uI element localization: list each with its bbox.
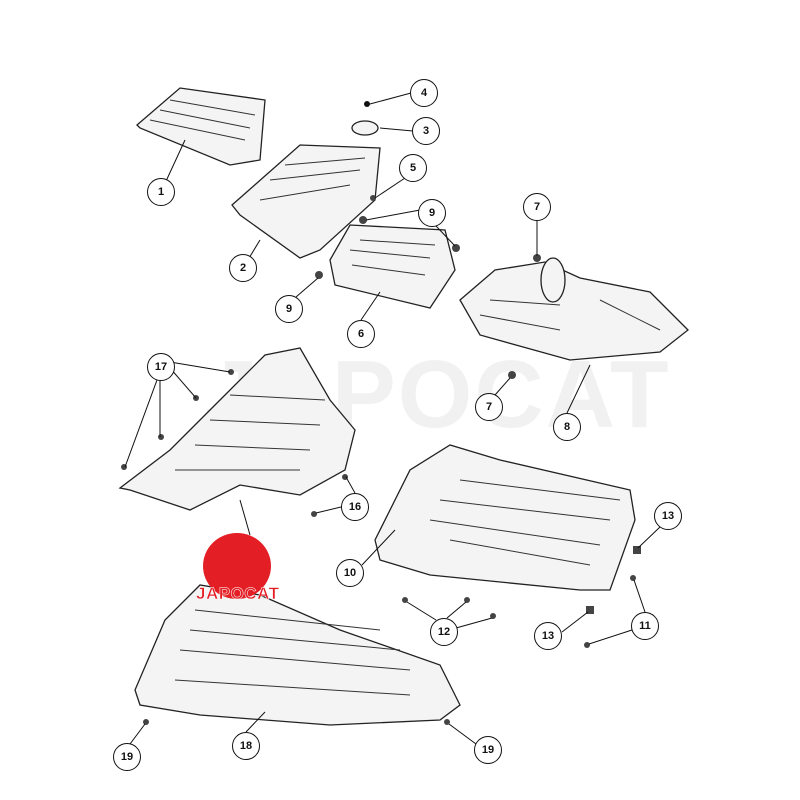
callout-4[interactable]: 4 — [410, 79, 438, 107]
leader-lines — [124, 92, 661, 745]
callout-9-top[interactable]: 9 — [418, 199, 446, 227]
part-1-skid-plate — [136, 87, 266, 166]
callout-10[interactable]: 10 — [336, 559, 364, 587]
callout-12[interactable]: 12 — [430, 618, 458, 646]
part-3-bushing — [351, 120, 379, 136]
callout-5[interactable]: 5 — [399, 154, 427, 182]
callout-6[interactable]: 6 — [347, 320, 375, 348]
callout-8[interactable]: 8 — [553, 413, 581, 441]
callout-7-bottom[interactable]: 7 — [475, 393, 503, 421]
part-4-plug — [364, 101, 370, 107]
part-10-skid-plate — [374, 444, 636, 591]
part-18-skid-plate — [134, 584, 461, 726]
callout-9-bottom[interactable]: 9 — [275, 295, 303, 323]
callout-2[interactable]: 2 — [229, 254, 257, 282]
callout-19-left[interactable]: 19 — [113, 743, 141, 771]
callout-18[interactable]: 18 — [232, 732, 260, 760]
japocat-logo — [203, 533, 271, 599]
callout-3[interactable]: 3 — [412, 117, 440, 145]
japocat-logo-text: JAPOCAT — [196, 584, 280, 604]
part-6-bracket-plate — [329, 224, 456, 309]
callout-1[interactable]: 1 — [147, 178, 175, 206]
fasteners — [121, 195, 641, 725]
callout-13-left[interactable]: 13 — [534, 622, 562, 650]
part-17-skid-plate — [118, 347, 356, 511]
part-2-skid-plate — [231, 144, 381, 259]
callout-13-right[interactable]: 13 — [654, 502, 682, 530]
callout-17[interactable]: 17 — [147, 353, 175, 381]
part-8-skid-plate — [459, 257, 689, 361]
callout-11[interactable]: 11 — [631, 612, 659, 640]
callout-7-top[interactable]: 7 — [523, 193, 551, 221]
callout-19-right[interactable]: 19 — [474, 736, 502, 764]
callout-16[interactable]: 16 — [341, 493, 369, 521]
